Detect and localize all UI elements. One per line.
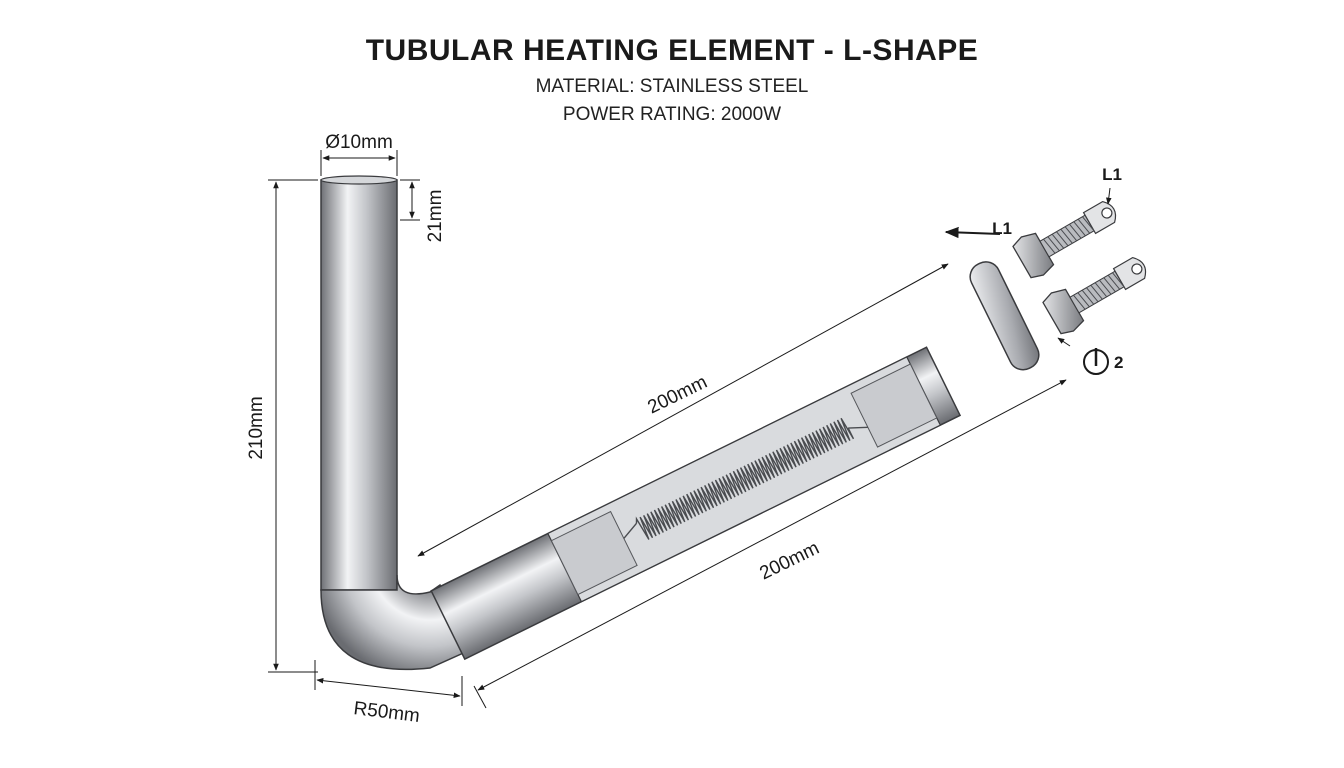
terminal-bottom [1042, 256, 1147, 335]
terminal-label-arrow: L1 [992, 219, 1012, 238]
cutaway-section [547, 356, 942, 603]
power-rating-label: POWER RATING: 2000W [562, 104, 782, 125]
top-offset-label: 21mm [425, 190, 446, 243]
height-label: 210mm [246, 396, 267, 459]
tube-body [320, 175, 962, 671]
length-lower-label: 200mm [757, 538, 823, 585]
radius-label: R50mm [352, 698, 421, 727]
diagram-title: TUBULAR HEATING ELEMENT - L-SHAPE [365, 34, 979, 67]
length-upper-label: 200mm [645, 372, 711, 419]
power-symbol-icon [1083, 348, 1109, 375]
material-label: MATERIAL: STAINLESS STEEL [535, 76, 809, 97]
terminal-top [1012, 200, 1117, 279]
dimension-lines [268, 150, 1112, 709]
terminal-label-top: L1 [1102, 165, 1122, 184]
mounting-flange [969, 261, 1040, 371]
terminal-label-bottom: 2 [1114, 353, 1123, 372]
diameter-label: Ø10mm [325, 132, 393, 153]
